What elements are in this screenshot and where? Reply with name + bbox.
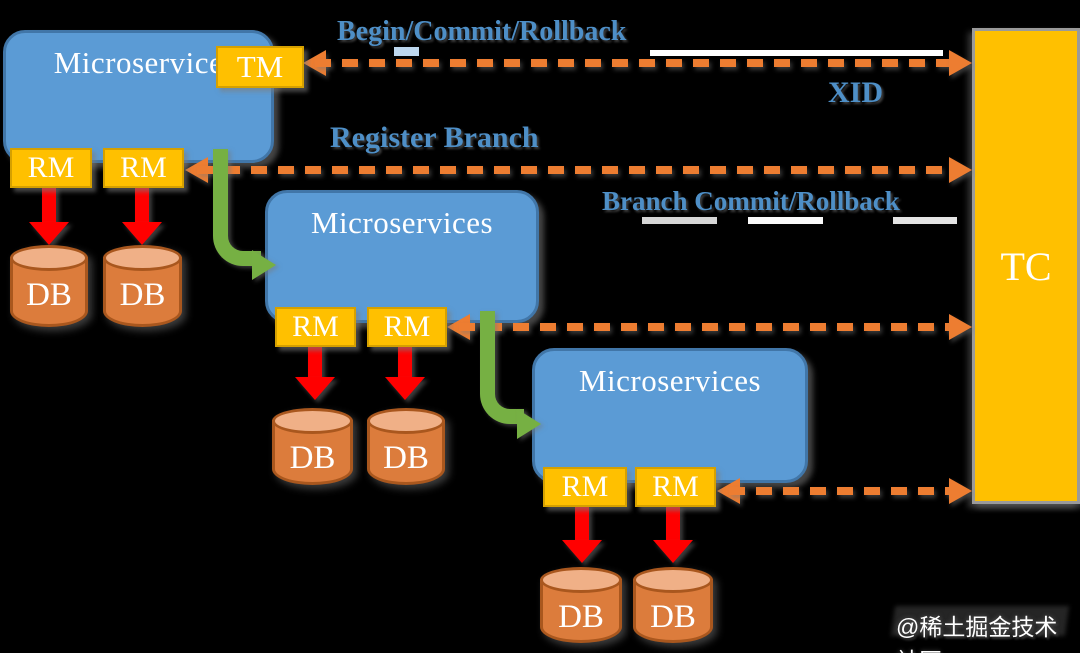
db-cylinder-1b: DB xyxy=(103,245,182,327)
rm3-tc-arrow-line xyxy=(729,487,960,495)
db-cylinder-2b-lid xyxy=(367,408,445,434)
microservice-1-label: Microservice xyxy=(53,45,224,80)
rm-db-arrowhead-2a xyxy=(295,377,335,400)
rm-db-arrow-1b xyxy=(135,186,149,224)
rm-db-arrow-2b xyxy=(398,344,412,378)
register-branch-label: Register Branch xyxy=(330,121,539,154)
rm-badge-2a: RM xyxy=(275,307,356,347)
microservice-3-label: Microservices xyxy=(578,363,762,398)
begin-arrow-left-head xyxy=(303,50,326,76)
rm-badge-2b: RM xyxy=(367,307,447,347)
register-arrow-left-head xyxy=(185,157,208,183)
rm2-tc-arrow-left-head xyxy=(447,314,470,340)
rm-db-arrow-3b xyxy=(666,505,680,541)
branch-commit-rollback-label: Branch Commit/Rollback xyxy=(602,186,900,216)
call-arrow-1-elbow xyxy=(213,149,261,266)
db-cylinder-2a: DB xyxy=(272,408,353,485)
db-cylinder-3b: DB xyxy=(633,567,713,643)
rm-db-arrow-2a xyxy=(308,344,322,378)
tm-badge: TM xyxy=(216,46,304,88)
rm-db-arrow-1a xyxy=(42,186,56,224)
rm-badge-1b-label: RM xyxy=(120,151,167,184)
db-cylinder-2a-label: DB xyxy=(289,440,336,476)
microservice-2-label: Microservices xyxy=(310,205,494,240)
db-cylinder-1a-lid xyxy=(10,245,88,271)
rm-db-arrow-3a xyxy=(575,505,589,541)
rm-badge-3b-label: RM xyxy=(652,470,699,503)
rm-db-arrowhead-1b xyxy=(122,222,162,245)
rm2-tc-arrow-right-head xyxy=(949,314,972,340)
begin-arrow-line xyxy=(315,59,960,67)
tc-box: TC xyxy=(972,28,1080,504)
db-cylinder-2b: DB xyxy=(367,408,445,485)
db-cylinder-3a-lid xyxy=(540,567,622,593)
highlight-strip-branch-2 xyxy=(748,217,823,224)
watermark: @稀土掘金技术社区 xyxy=(896,614,1058,653)
highlight-strip-top xyxy=(650,50,943,56)
db-cylinder-3b-label: DB xyxy=(650,599,696,635)
tc-label: TC xyxy=(1000,243,1052,289)
db-cylinder-3a-label: DB xyxy=(558,599,604,635)
highlight-strip-branch-3 xyxy=(893,217,957,224)
rm-db-arrowhead-3a xyxy=(562,540,602,563)
rm-badge-1a-label: RM xyxy=(27,151,75,184)
db-cylinder-2b-label: DB xyxy=(383,440,429,476)
rm2-tc-arrow-line xyxy=(459,323,960,331)
db-cylinder-3b-lid xyxy=(633,567,713,593)
begin-commit-rollback-label: Begin/Commit/Rollback xyxy=(337,16,627,47)
rm-db-arrowhead-1a xyxy=(29,222,69,245)
highlight-chip-top xyxy=(394,47,419,56)
highlight-strip-branch-1 xyxy=(642,217,717,224)
begin-arrow-right-head xyxy=(949,50,972,76)
register-arrow-right-head xyxy=(949,157,972,183)
rm-badge-2b-label: RM xyxy=(383,310,431,343)
rm-badge-1a: RM xyxy=(10,148,92,188)
call-arrow-2-elbow xyxy=(480,311,524,424)
db-cylinder-3a: DB xyxy=(540,567,622,643)
db-cylinder-1a: DB xyxy=(10,245,88,327)
rm-db-arrowhead-2b xyxy=(385,377,425,400)
tm-badge-label: TM xyxy=(236,49,284,84)
register-arrow-line xyxy=(197,166,960,174)
call-arrow-1-head xyxy=(252,250,276,280)
microservice-3-box: Microservices xyxy=(532,348,808,483)
call-arrow-2-head xyxy=(517,409,541,439)
rm-db-arrowhead-3b xyxy=(653,540,693,563)
rm-badge-1b: RM xyxy=(103,148,184,188)
xid-label: XID xyxy=(828,76,884,109)
rm-badge-3a: RM xyxy=(543,467,627,507)
rm3-tc-arrow-right-head xyxy=(949,478,972,504)
rm-badge-3b: RM xyxy=(635,467,716,507)
microservice-2-box: Microservices xyxy=(265,190,539,323)
db-cylinder-1b-lid xyxy=(103,245,182,271)
db-cylinder-1b-label: DB xyxy=(119,277,166,313)
rm-badge-3a-label: RM xyxy=(561,470,609,503)
rm-badge-2a-label: RM xyxy=(292,310,339,343)
db-cylinder-1a-label: DB xyxy=(26,277,72,313)
rm3-tc-arrow-left-head xyxy=(717,478,740,504)
db-cylinder-2a-lid xyxy=(272,408,353,434)
